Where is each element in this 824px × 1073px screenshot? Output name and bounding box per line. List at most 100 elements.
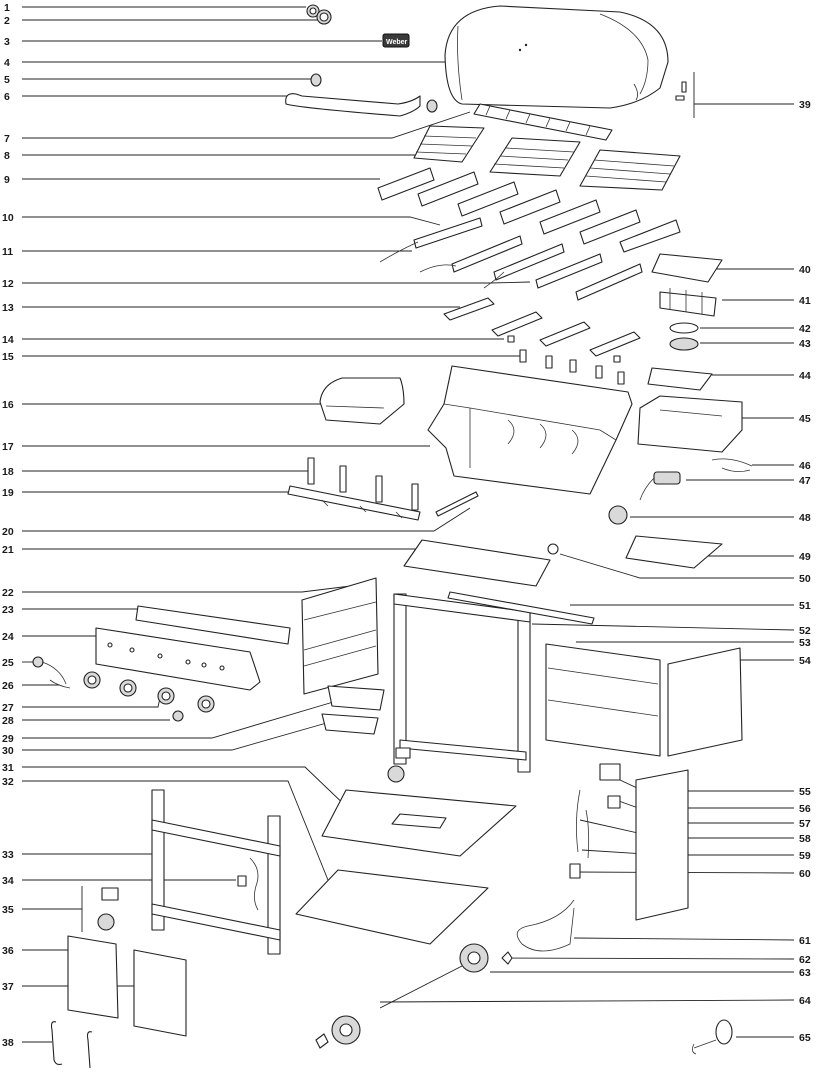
callout-numbers-left: 1 2 3 4 5 6 7 8 9 10 11 12 13 14 15 16 1… bbox=[2, 2, 14, 1049]
part-cooking-grates bbox=[413, 125, 681, 191]
callout-26: 26 bbox=[2, 680, 14, 692]
callout-27: 27 bbox=[2, 702, 14, 714]
part-heat-deflectors bbox=[443, 297, 641, 357]
callout-55: 55 bbox=[799, 786, 811, 798]
part-gas-lines bbox=[576, 789, 590, 859]
part-regulator-bracket bbox=[607, 795, 621, 809]
callout-21: 21 bbox=[2, 544, 14, 556]
part-side-burner-housing bbox=[637, 395, 743, 453]
callout-7: 7 bbox=[4, 133, 10, 145]
callout-56: 56 bbox=[799, 803, 811, 815]
callout-62: 62 bbox=[799, 954, 811, 966]
callout-9: 9 bbox=[4, 174, 10, 186]
callout-40: 40 bbox=[799, 264, 811, 276]
callout-8: 8 bbox=[4, 150, 10, 162]
callout-50: 50 bbox=[799, 573, 811, 585]
part-lid bbox=[444, 5, 669, 109]
part-control-knobs bbox=[83, 671, 215, 722]
leader-lines-right bbox=[379, 72, 795, 1038]
part-flavorizer-bars bbox=[377, 167, 681, 253]
callout-11: 11 bbox=[2, 246, 13, 258]
part-grill-tool bbox=[692, 1019, 733, 1055]
part-cart-frame bbox=[393, 593, 531, 773]
part-clips bbox=[507, 335, 625, 385]
callout-39: 39 bbox=[799, 99, 811, 111]
part-frame-bar bbox=[447, 591, 595, 625]
callout-49: 49 bbox=[799, 551, 811, 563]
part-side-panel-left bbox=[301, 577, 379, 695]
callout-3: 3 bbox=[4, 36, 10, 48]
part-burner-tubes bbox=[379, 217, 643, 301]
callout-4: 4 bbox=[4, 57, 10, 69]
part-bottom-panel bbox=[295, 869, 489, 945]
callout-18: 18 bbox=[2, 466, 14, 478]
callout-30: 30 bbox=[2, 745, 14, 757]
part-side-burner-grate bbox=[659, 288, 717, 317]
logo-text: Weber bbox=[386, 39, 408, 46]
callout-33: 33 bbox=[2, 849, 14, 861]
callout-16: 16 bbox=[2, 399, 14, 411]
callout-38: 38 bbox=[2, 1037, 14, 1049]
part-crossover-channel bbox=[435, 491, 479, 517]
part-tank-cover bbox=[635, 769, 689, 921]
callout-25: 25 bbox=[2, 657, 14, 669]
part-gas-hose bbox=[516, 899, 575, 952]
callout-6: 6 bbox=[4, 91, 10, 103]
callout-42: 42 bbox=[799, 323, 811, 335]
callout-65: 65 bbox=[799, 1032, 811, 1044]
part-doors bbox=[67, 935, 187, 1037]
callout-61: 61 bbox=[799, 935, 811, 947]
part-control-panel bbox=[95, 605, 291, 691]
callout-63: 63 bbox=[799, 967, 811, 979]
callout-48: 48 bbox=[799, 512, 811, 524]
part-slide-out-tray bbox=[403, 539, 551, 587]
callout-35: 35 bbox=[2, 904, 14, 916]
part-side-burner-knob bbox=[608, 505, 628, 525]
part-cookbox bbox=[427, 365, 633, 495]
callout-17: 17 bbox=[2, 441, 14, 453]
callout-numbers-right: 39 40 41 42 43 44 45 46 47 48 49 50 51 5… bbox=[799, 99, 811, 1044]
part-regulator bbox=[569, 863, 581, 879]
callout-51: 51 bbox=[799, 600, 811, 612]
part-bottom-shelf-cutout bbox=[391, 813, 447, 829]
part-side-burner-head bbox=[669, 337, 699, 351]
callout-43: 43 bbox=[799, 338, 811, 350]
callout-32: 32 bbox=[2, 776, 14, 788]
part-manifold bbox=[287, 457, 421, 521]
callout-37: 37 bbox=[2, 981, 14, 993]
callout-10: 10 bbox=[2, 212, 14, 224]
callout-12: 12 bbox=[2, 278, 14, 290]
callout-15: 15 bbox=[2, 351, 14, 363]
part-wire-harness bbox=[249, 857, 259, 911]
callout-46: 46 bbox=[799, 460, 811, 472]
part-battery-holder bbox=[237, 875, 247, 887]
callout-41: 41 bbox=[799, 295, 811, 307]
part-nameplate: Weber bbox=[382, 33, 410, 48]
callout-53: 53 bbox=[799, 637, 811, 649]
callout-23: 23 bbox=[2, 604, 14, 616]
callout-13: 13 bbox=[2, 302, 14, 314]
callout-44: 44 bbox=[799, 370, 811, 382]
part-igniter bbox=[32, 656, 71, 689]
part-thermometer bbox=[306, 4, 332, 25]
callout-57: 57 bbox=[799, 818, 811, 830]
part-door-handles bbox=[50, 1021, 93, 1069]
callout-14: 14 bbox=[2, 334, 14, 346]
callout-52: 52 bbox=[799, 625, 811, 637]
callout-47: 47 bbox=[799, 475, 811, 487]
part-frame-left bbox=[151, 789, 281, 955]
callout-20: 20 bbox=[2, 526, 14, 538]
part-drip-pans bbox=[321, 685, 385, 735]
part-casters-alt bbox=[97, 887, 119, 931]
callout-58: 58 bbox=[799, 833, 811, 845]
callout-59: 59 bbox=[799, 850, 811, 862]
callout-28: 28 bbox=[2, 715, 14, 727]
part-side-shelf bbox=[625, 535, 723, 569]
callout-5: 5 bbox=[4, 74, 10, 86]
callout-24: 24 bbox=[2, 631, 14, 643]
part-side-burner-valve bbox=[639, 471, 681, 501]
part-casters bbox=[387, 747, 411, 783]
part-grommet bbox=[547, 543, 559, 555]
callout-64: 64 bbox=[799, 995, 811, 1007]
